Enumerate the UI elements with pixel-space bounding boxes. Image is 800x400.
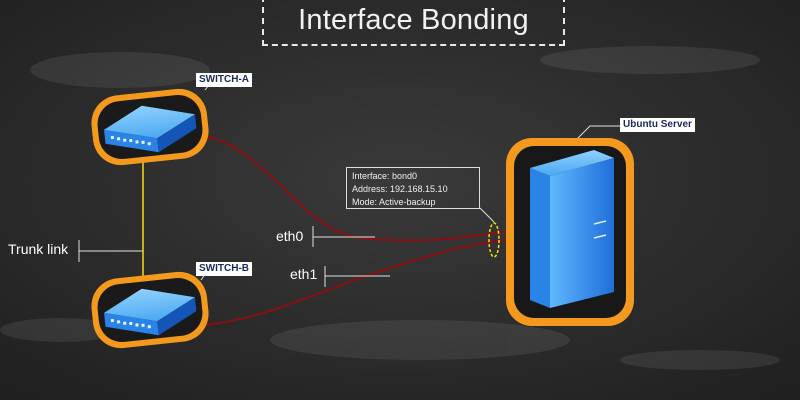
eth0-label: eth0 <box>276 228 304 244</box>
eth1-label: eth1 <box>290 266 318 282</box>
switch-a-icon <box>91 88 209 166</box>
chalk-smudges <box>0 46 780 370</box>
switch-a-label: SWITCH-A <box>196 73 252 87</box>
server-label: Ubuntu Server <box>620 118 695 132</box>
callout-server <box>575 125 620 141</box>
callout-lines <box>78 79 620 287</box>
link-switch-a-to-server <box>204 135 506 242</box>
link-switch-b-to-server <box>204 239 506 326</box>
title-frame: Interface Bonding <box>262 0 565 46</box>
bond-info-box: Interface: bond0 Address: 192.168.15.10 … <box>346 167 480 209</box>
bond-interface-text: Interface: bond0 <box>352 171 418 181</box>
switch-b-icon <box>91 271 209 349</box>
bond-ring-marker <box>488 222 500 258</box>
bond-mode-text: Mode: Active-backup <box>352 197 436 207</box>
server-icon <box>506 138 634 326</box>
trunk-link-label: Trunk link <box>8 241 69 257</box>
diagram-title: Interface Bonding <box>298 3 529 36</box>
bond-address-text: Address: 192.168.15.10 <box>352 184 448 194</box>
switch-b-label: SWITCH-B <box>196 262 252 276</box>
callout-bond-info <box>479 207 495 223</box>
